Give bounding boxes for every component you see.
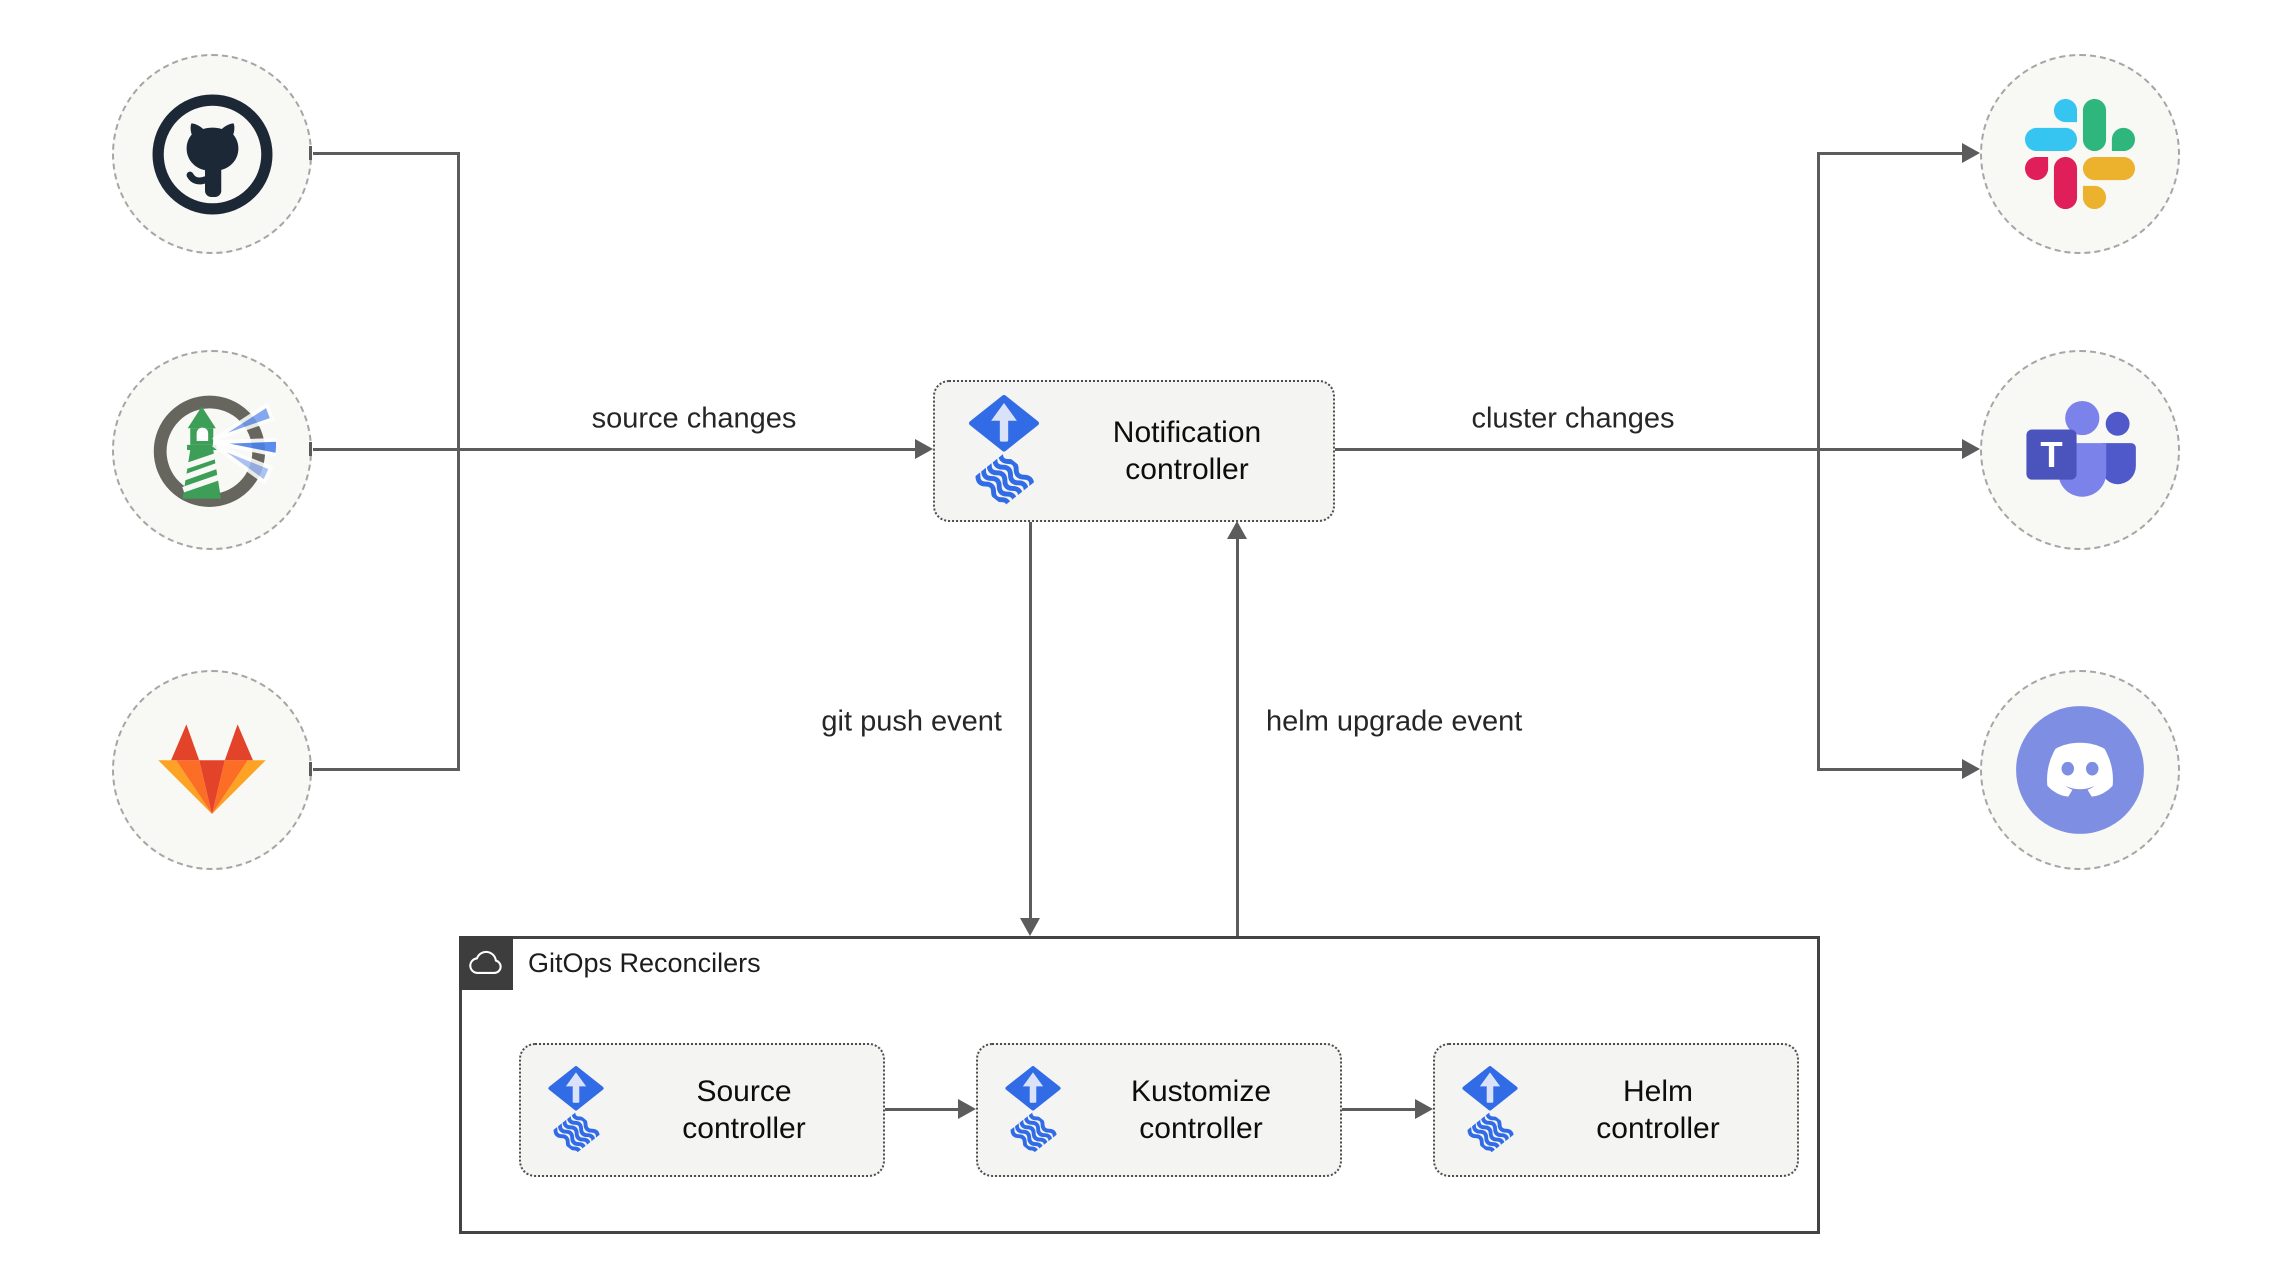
node-github	[112, 54, 312, 254]
discord-arrowhead	[1962, 759, 1980, 779]
flux-icon	[1461, 1066, 1519, 1155]
source-controller-box: Source controller	[519, 1043, 885, 1177]
kustomize-controller-label-wrap: Kustomize controller	[1062, 1073, 1340, 1148]
edge-git-push-line	[1029, 522, 1032, 918]
node-slack	[1980, 54, 2180, 254]
flux-icon	[1004, 1066, 1062, 1155]
gitops-reconcilers-container: GitOps Reconcilers Source controller Kus…	[459, 936, 1820, 1234]
node-harbor	[112, 350, 312, 550]
notification-controller-label: Notification controller	[1112, 415, 1262, 487]
source-to-kustomize-line	[885, 1108, 960, 1111]
helm-controller-label-wrap: Helm controller	[1519, 1073, 1797, 1148]
helm-upgrade-arrowhead	[1227, 521, 1247, 539]
right-junction-line	[1817, 152, 1820, 771]
slack-stub-line	[1818, 152, 1962, 155]
edge-cluster-changes-line	[1335, 448, 1962, 451]
github-stub-tick	[309, 146, 312, 160]
helm-controller-label: Helm controller	[1596, 1074, 1720, 1146]
teams-icon	[2017, 393, 2143, 507]
git-push-arrowhead	[1020, 918, 1040, 936]
edge-label-git-push: git push event	[815, 705, 1008, 739]
gitlab-icon	[148, 718, 276, 823]
github-stub-line	[313, 152, 459, 155]
edge-label-cluster-changes: cluster changes	[1465, 402, 1681, 436]
harbor-stub-tick	[309, 442, 312, 456]
notification-controller-box: Notification controller	[933, 380, 1335, 522]
node-teams	[1980, 350, 2180, 550]
harbor-icon	[148, 386, 276, 514]
slack-icon	[2025, 99, 2135, 209]
edge-source-changes-line	[313, 448, 915, 451]
source-controller-label-wrap: Source controller	[605, 1073, 883, 1148]
cloud-icon	[467, 949, 505, 977]
node-gitlab	[112, 670, 312, 870]
gitops-reconcilers-title: GitOps Reconcilers	[528, 947, 761, 978]
kustomize-controller-label: Kustomize controller	[1130, 1074, 1272, 1146]
source-changes-arrowhead	[915, 439, 933, 459]
kustomize-to-helm-line	[1342, 1108, 1417, 1111]
slack-arrowhead	[1962, 143, 1980, 163]
flux-icon	[967, 395, 1041, 508]
source-controller-label: Source controller	[682, 1074, 806, 1146]
helm-arrowhead	[1415, 1099, 1433, 1119]
node-discord	[1980, 670, 2180, 870]
gitlab-stub-line	[313, 768, 459, 771]
notification-controller-label-wrap: Notification controller	[1041, 414, 1333, 489]
teams-arrowhead	[1962, 439, 1980, 459]
kustomize-arrowhead	[958, 1099, 976, 1119]
helm-controller-box: Helm controller	[1433, 1043, 1799, 1177]
edge-label-source-changes: source changes	[585, 402, 803, 436]
flux-icon	[547, 1066, 605, 1155]
gitops-badge	[459, 936, 513, 990]
kustomize-controller-box: Kustomize controller	[976, 1043, 1342, 1177]
left-junction-line	[457, 152, 460, 771]
edge-label-helm-upgrade: helm upgrade event	[1260, 705, 1529, 739]
discord-icon	[2012, 702, 2148, 838]
edge-helm-upgrade-line	[1236, 539, 1239, 936]
discord-stub-line	[1818, 768, 1962, 771]
gitlab-stub-tick	[309, 762, 312, 776]
github-icon	[150, 92, 275, 217]
